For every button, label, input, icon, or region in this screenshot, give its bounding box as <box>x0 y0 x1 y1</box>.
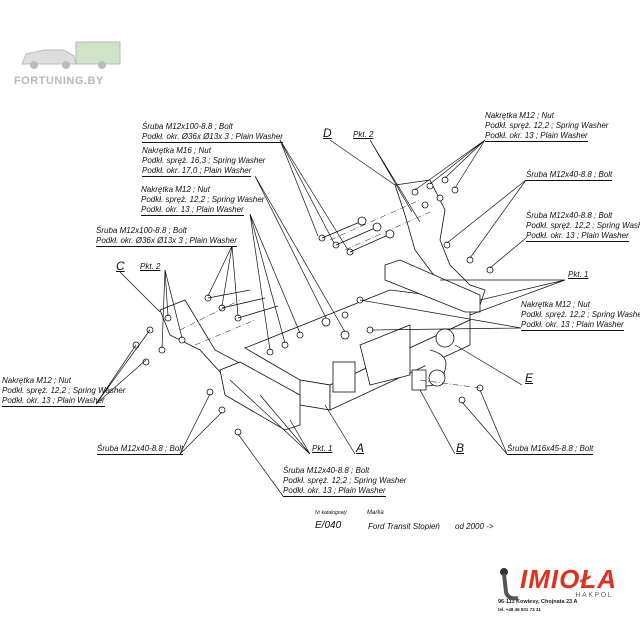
catalog-number: E/040 <box>315 520 342 531</box>
label-line: Podkł. okr. 13 ; Plain Washer <box>521 320 624 331</box>
label-line: Podkł. okr. Ø36x Ø13x 3 ; Plain Washer <box>96 236 237 247</box>
label-line: Podkł. okr. 13 ; Plain Washer <box>485 131 588 142</box>
part-letter-A: A <box>356 441 365 455</box>
label-bolt-m12x40-right: Śruba M12x40-8.8 ; Bolt <box>526 170 613 181</box>
label-nut-m12-top-right: Nakrętka M12 ; Nut Podkł. spręż. 12,2 ; … <box>485 111 608 142</box>
label-nut-m12-right: Nakrętka M12 ; Nut Podkł. spręż. 12,2 ; … <box>521 300 640 331</box>
label-line: Nakrętka M12 ; Nut <box>2 376 71 385</box>
fortuning-watermark: FORTUNING.BY <box>14 40 124 87</box>
leader-lines <box>95 139 566 497</box>
brand-label: Marka <box>367 510 384 516</box>
label-line: Podkł. spręż. 12,2 ; Spring Washer <box>2 386 126 395</box>
label-line: Nakrętka M12 ; Nut <box>485 111 554 120</box>
label-line: Podkł. okr. 13 ; Plain Washer <box>526 231 629 242</box>
manufacturer-phone: tel. +48 46 831 73 31 <box>498 607 541 612</box>
pkt1-right: Pkt. 1 <box>568 270 589 279</box>
label-line: Nakrętka M12 ; Nut <box>521 300 590 309</box>
label-line: Podkł. spręż. 12,2 ; Spring Washer <box>526 221 640 230</box>
plate-left <box>219 361 301 431</box>
part-letter-B: B <box>456 441 465 455</box>
label-bolt-m12x40-right-full: Śruba M12x40-8.8 ; Bolt Podkł. spręż. 12… <box>526 211 640 242</box>
bracket-D <box>394 179 486 306</box>
label-bolt-m16x45: Śruba M16x45-8.8 ; Bolt <box>507 444 594 455</box>
catalog-number-label: Nr katalogowy <box>315 510 347 516</box>
pkt2-left: Pkt. 2 <box>140 262 161 271</box>
label-line: Podkł. okr. 17,0 ; Plain Washer <box>142 166 252 177</box>
pkt1-bottom: Pkt. 1 <box>312 444 333 453</box>
label-line: Nakrętka M16 ; Nut <box>142 146 211 155</box>
watermark-text: FORTUNING.BY <box>14 75 104 87</box>
label-nut-m12-upper: Nakrętka M12 ; Nut Podkł. spręż. 12,2 ; … <box>141 185 264 216</box>
vehicle-model: Ford Transit Stopień <box>368 522 440 531</box>
label-line: Śruba M12x40-8.8 ; Bolt <box>97 444 184 455</box>
label-line: Śruba M12x100-8.8 ; Bolt <box>142 122 233 131</box>
label-bolt-m12x100-left: Śruba M12x100-8.8 ; Bolt Podkł. okr. Ø36… <box>96 226 237 247</box>
manufacturer-logo: IMIOŁA HAKPOL 96-111 Kowiesy, Chojnata 2… <box>498 566 617 613</box>
label-line: Śruba M12x40-8.8 ; Bolt <box>526 170 613 181</box>
part-letter-E: E <box>525 371 534 385</box>
label-line: Śruba M12x40-8.8 ; Bolt <box>526 211 613 220</box>
assembly-axes <box>179 199 481 389</box>
pkt2-right: Pkt. 2 <box>353 130 374 139</box>
label-line: Śruba M12x40-8.8 ; Bolt <box>283 466 370 475</box>
manufacturer-address: 96-111 Kowiesy, Chojnata 23 A <box>498 599 578 605</box>
manufacturer-sub: HAKPOL <box>575 592 613 599</box>
label-line: Śruba M12x100-8.8 ; Bolt <box>96 226 187 235</box>
label-line: Podkł. spręż. 12,2 ; Spring Washer <box>283 476 407 485</box>
label-line: Podkł. okr. Ø36x Ø13x 3 ; Plain Washer <box>142 132 283 143</box>
label-line: Podkł. spręż. 12,2 ; Spring Washer <box>141 195 265 204</box>
vehicle-years: od 2000 -> <box>455 522 494 531</box>
label-line: Nakrętka M12 ; Nut <box>141 185 210 194</box>
tow-ball-E <box>419 328 455 387</box>
towhook-logo-icon <box>500 568 519 601</box>
fasteners <box>132 176 494 436</box>
label-nut-m12-left: Nakrętka M12 ; Nut Podkł. spręż. 12,2 ; … <box>2 376 125 407</box>
label-bolt-m12x40-bottom: Śruba M12x40-8.8 ; Bolt Podkł. spręż. 12… <box>283 466 406 497</box>
car-trailer-logo-icon <box>21 41 121 69</box>
label-line: Śruba M16x45-8.8 ; Bolt <box>507 444 594 455</box>
plate-right <box>384 259 481 313</box>
crossbar-A <box>244 289 471 411</box>
label-nut-m16: Nakrętka M16 ; Nut Podkł. spręż. 16,3 ; … <box>142 146 265 177</box>
part-letter-D: D <box>323 126 332 140</box>
label-line: Podkł. okr. 13 ; Plain Washer <box>141 205 244 216</box>
label-line: Podkł. spręż. 16,3 ; Spring Washer <box>142 156 266 165</box>
label-line: Podkł. okr. 13 ; Plain Washer <box>2 396 105 407</box>
label-line: Podkł. spręż. 12,2 ; Spring Washer <box>521 310 640 319</box>
manufacturer-name: IMIOŁA <box>520 564 617 594</box>
label-line: Podkł. spręż. 12,2 ; Spring Washer <box>485 121 609 130</box>
part-letter-C: C <box>116 259 125 273</box>
label-bolt-m12x40-bottom-left: Śruba M12x40-8.8 ; Bolt <box>97 444 184 455</box>
ball-mount-B <box>411 369 427 391</box>
label-line: Podkł. okr. 13 ; Plain Washer <box>283 486 386 497</box>
label-bolt-m12x100-top: Śruba M12x100-8.8 ; Bolt Podkł. okr. Ø36… <box>142 122 283 143</box>
